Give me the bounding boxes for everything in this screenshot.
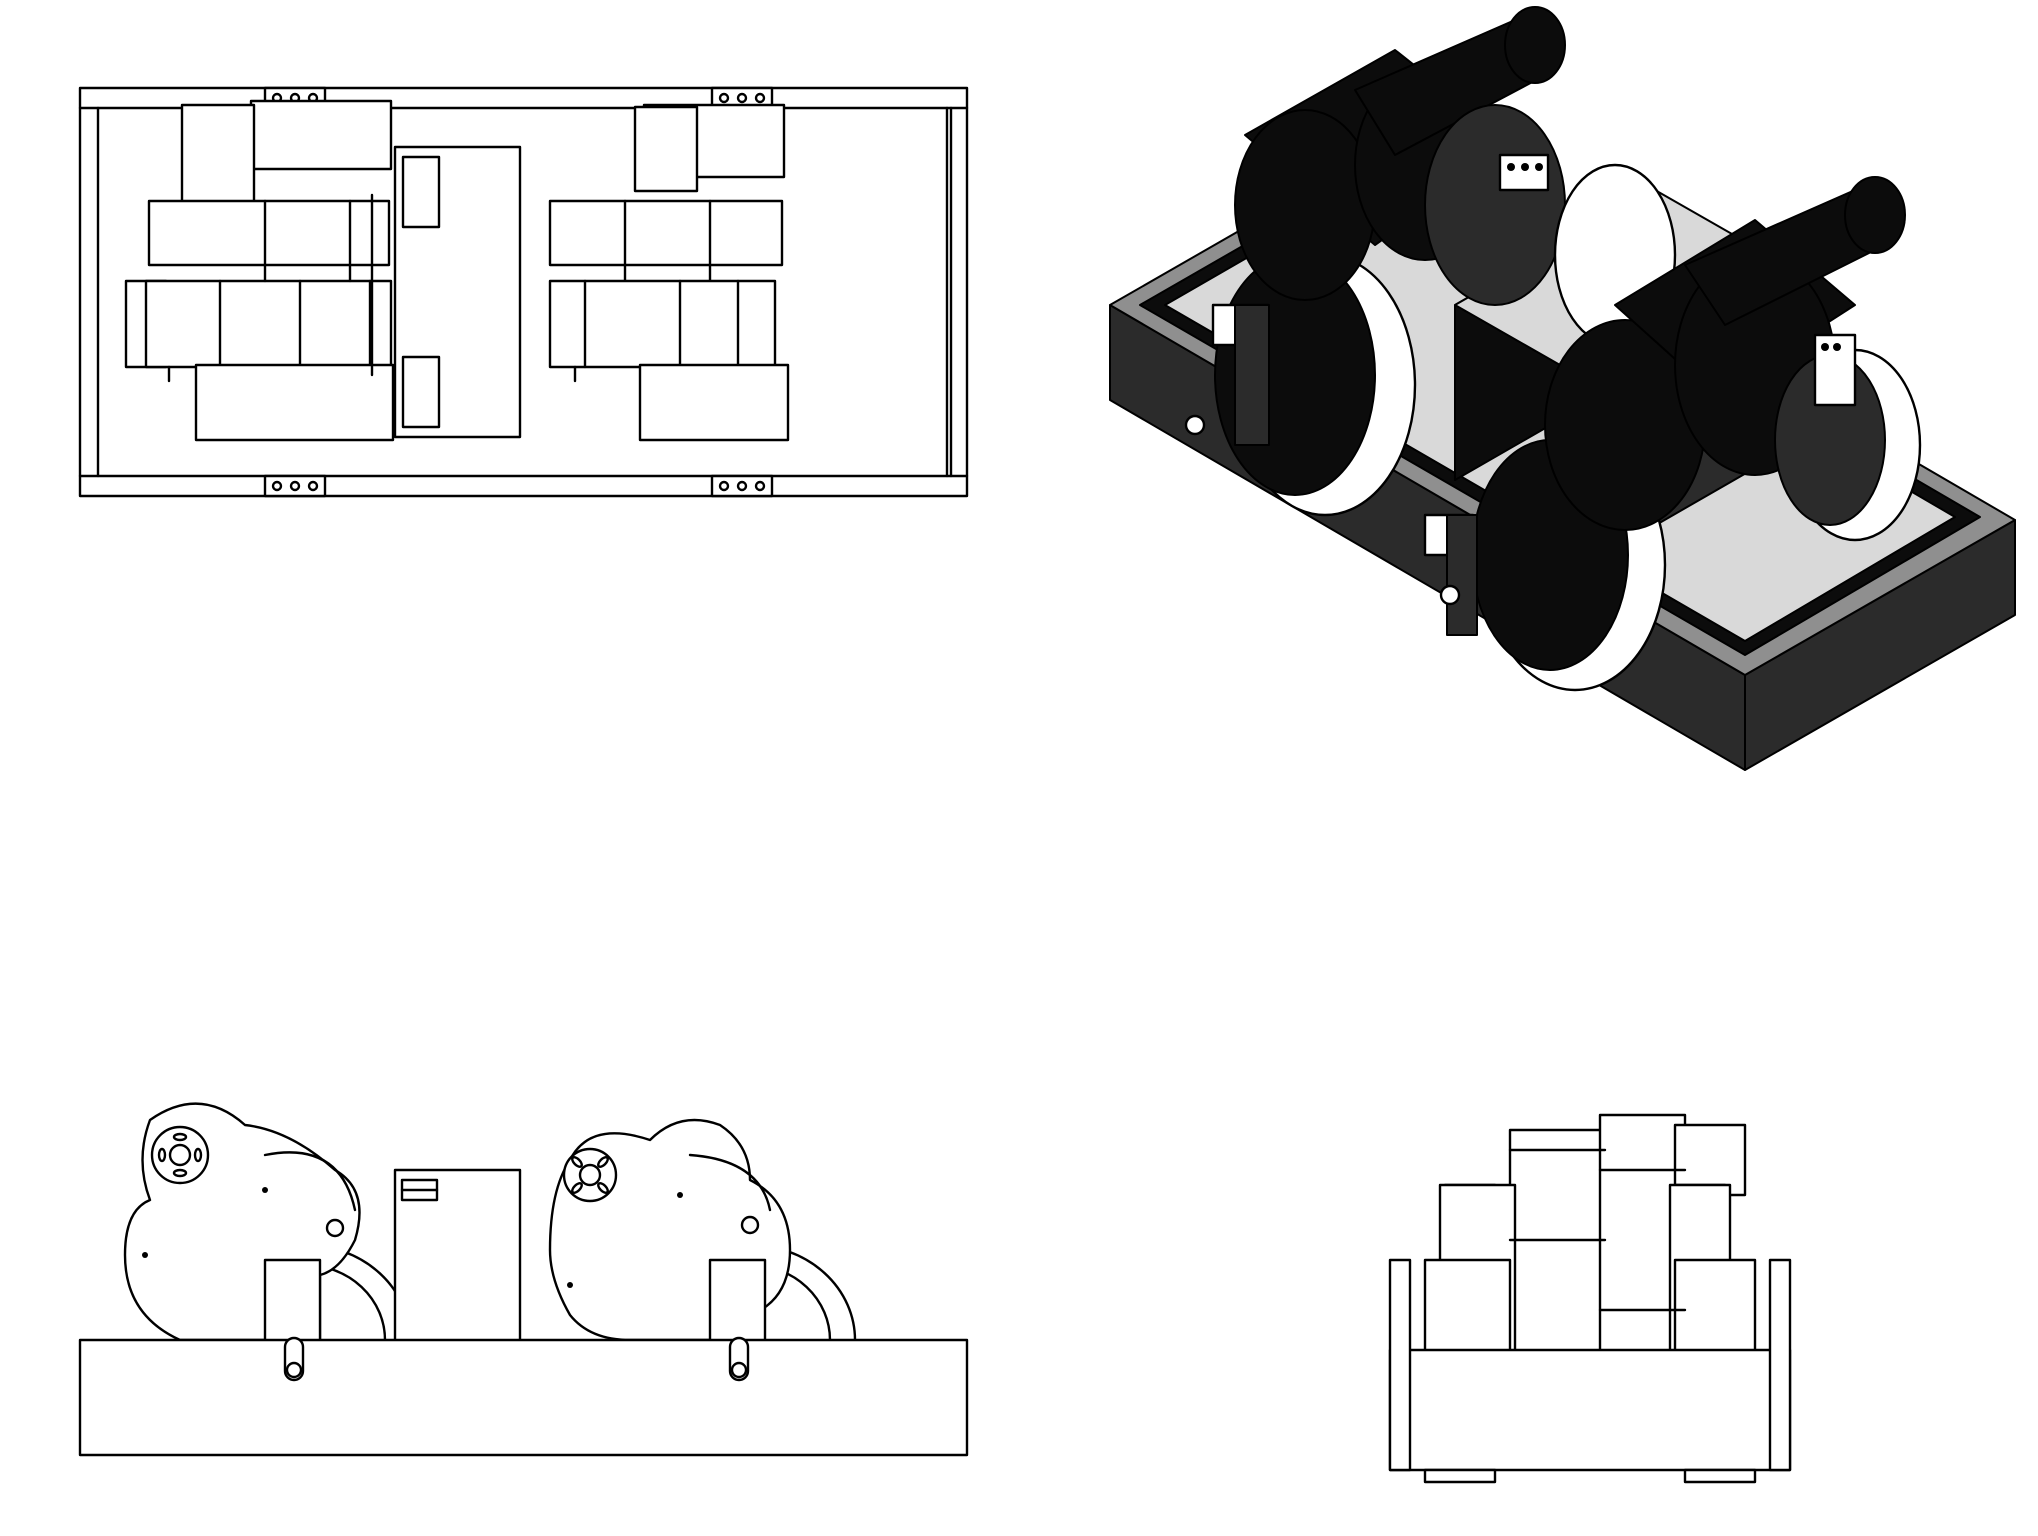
left-wheel-bottom xyxy=(194,363,395,442)
mount-bracket-bottom-left xyxy=(263,474,327,498)
iso-bracket-front xyxy=(1423,333,1857,636)
top-view xyxy=(70,75,980,515)
slot-left xyxy=(283,1336,305,1382)
center-box-front xyxy=(393,1168,522,1347)
front-view-drawing xyxy=(78,1102,969,1457)
isometric-view xyxy=(1095,5,2030,795)
end-rail-left xyxy=(1388,1258,1412,1472)
end-tray xyxy=(1388,1348,1792,1472)
right-wheel-bottom xyxy=(638,363,790,442)
front-view xyxy=(70,1100,980,1460)
bracket-left xyxy=(263,1258,322,1347)
bracket-right xyxy=(708,1258,767,1347)
right-drive-assembly xyxy=(548,103,790,442)
end-view xyxy=(1385,1110,1805,1490)
left-drive-assembly xyxy=(124,99,395,442)
end-view-motors xyxy=(1423,1113,1757,1357)
iso-bracket-rear xyxy=(1211,153,1550,446)
center-box xyxy=(393,145,522,439)
slot-right xyxy=(728,1336,750,1382)
end-view-drawing xyxy=(1388,1113,1792,1484)
mount-bracket-top-right xyxy=(710,86,774,110)
isometric-drawing xyxy=(1109,6,2016,771)
left-wheel-top xyxy=(249,99,393,171)
top-view-drawing xyxy=(78,86,969,498)
mount-bracket-bottom-right xyxy=(710,474,774,498)
frame-side xyxy=(78,1338,969,1457)
front-drive-assembly xyxy=(1471,176,1922,692)
end-foot-right xyxy=(1683,1468,1757,1484)
end-foot-left xyxy=(1423,1468,1497,1484)
end-rail-right xyxy=(1768,1258,1792,1472)
